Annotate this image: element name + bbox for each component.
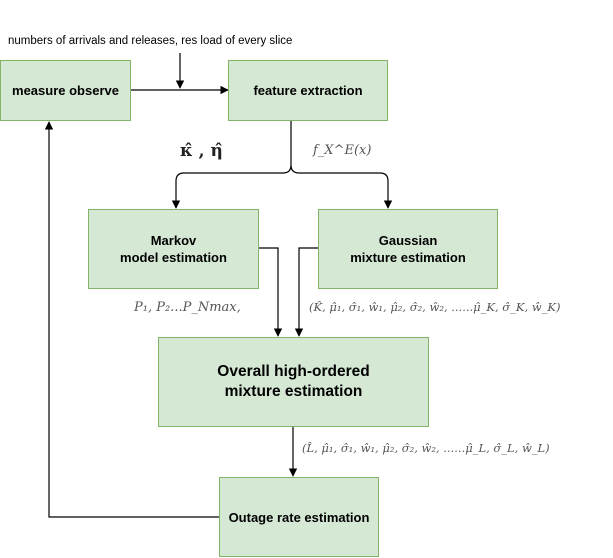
fx-label: f_X^E(x) (313, 143, 372, 158)
measure-observe-node[interactable]: measure observe (0, 60, 131, 121)
arrow-gaussian-to-overall (294, 247, 318, 337)
input-note: numbers of arrivals and releases, res lo… (8, 35, 293, 47)
arrow-markov-to-overall (258, 247, 283, 337)
overall-mixture-node[interactable]: Overall high-ordered mixture estimation (158, 337, 429, 427)
gaussian-output-label: (K̂, μ̂₁, σ̂₁, ŵ₁, μ̂₂, σ̂₂, ŵ₂, ......μ… (309, 300, 561, 314)
gaussian-mixture-node[interactable]: Gaussian mixture estimation (318, 209, 498, 289)
markov-estimation-node[interactable]: Markov model estimation (88, 209, 259, 289)
arrow-feature-to-gaussian (290, 164, 393, 209)
overall-output-label: (L̂, μ̂₁, σ̂₁, ŵ₁, μ̂₂, σ̂₂, ŵ₂, ......μ… (302, 441, 550, 455)
arrow-outage-to-measure (44, 121, 219, 518)
arrow-feature-to-markov (171, 121, 292, 209)
kappa-eta-label: κ̂ , η̂ (180, 141, 223, 161)
outage-rate-node[interactable]: Outage rate estimation (219, 477, 379, 557)
feature-extraction-node[interactable]: feature extraction (228, 60, 388, 121)
markov-output-label: P₁, P₂...P_Nmax, (134, 300, 241, 315)
